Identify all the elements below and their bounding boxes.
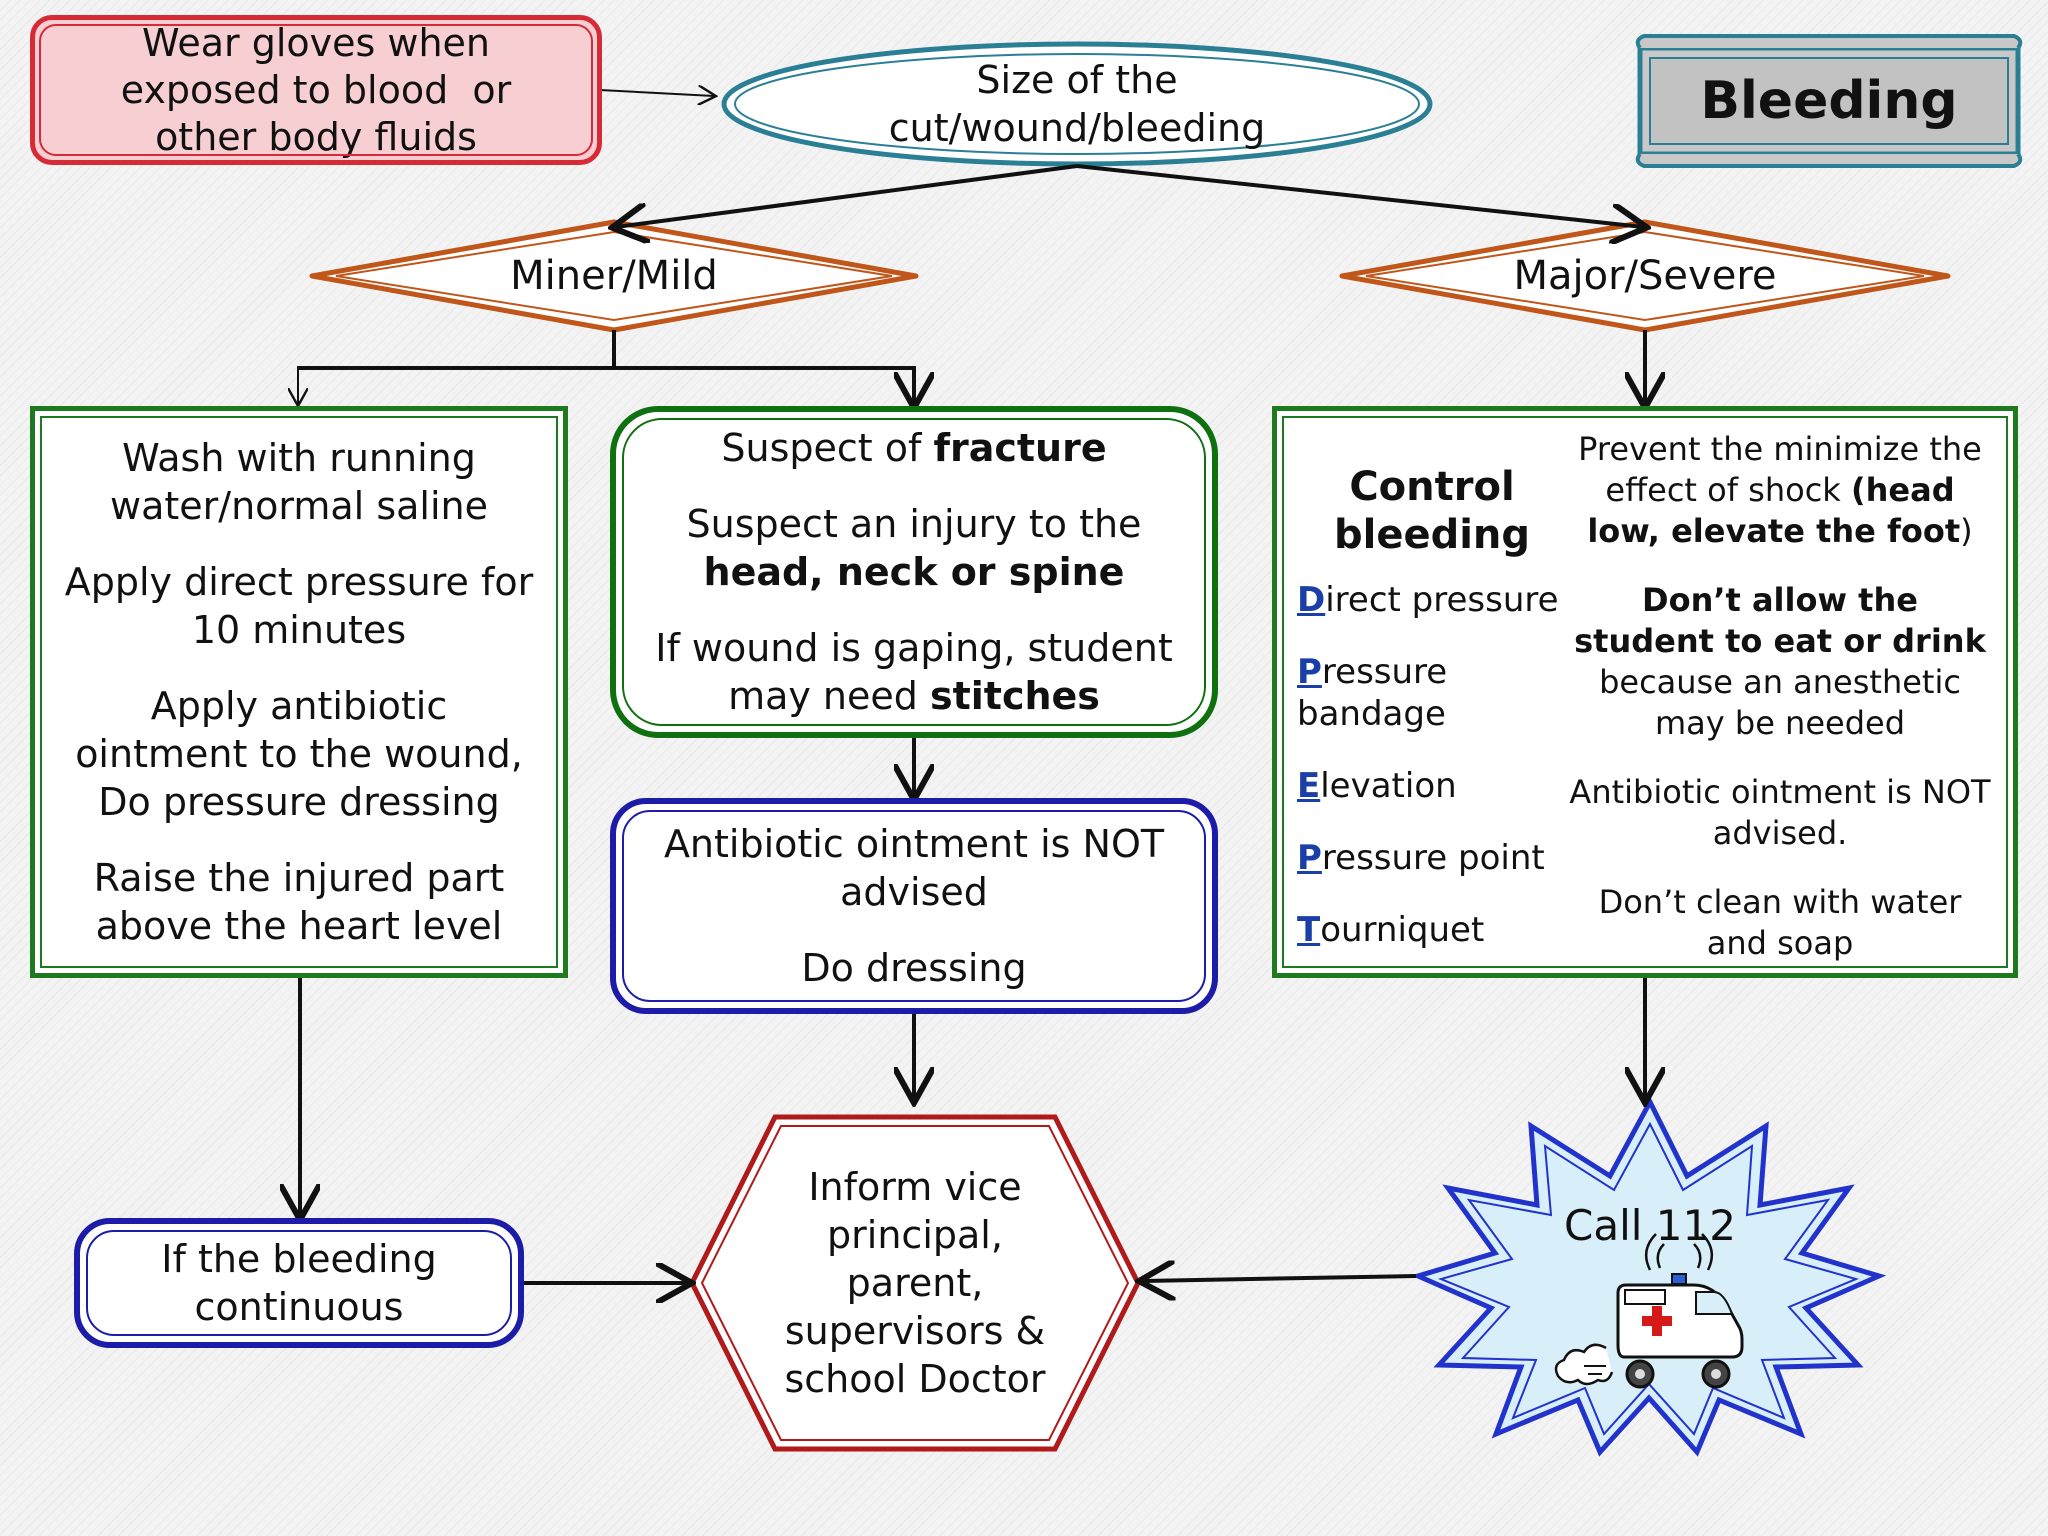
- control-title: Control bleeding: [1333, 464, 1531, 558]
- arrow-call-to-inform: [1143, 1276, 1417, 1281]
- size-ellipse-shape: [721, 41, 1433, 167]
- control-item-elevation: Elevation: [1297, 765, 1567, 807]
- ointment-box: Antibiotic ointment is NOT advised Do dr…: [610, 798, 1218, 1014]
- suspect-fracture: Suspect of fracture: [721, 424, 1106, 472]
- inform-line-4: supervisors &: [784, 1309, 1046, 1353]
- continuous-box: If the bleeding continuous: [74, 1218, 524, 1348]
- control-item-tourniquet: Tourniquet: [1297, 909, 1567, 951]
- control-rest-e: levation: [1320, 766, 1457, 806]
- control-notes: Prevent the minimize the effect of shock…: [1567, 429, 1993, 962]
- control-initial-e: E: [1297, 766, 1321, 806]
- minor-diamond: Miner/Mild: [420, 246, 808, 306]
- inform-line-2: principal,: [827, 1213, 1003, 1257]
- inform-hexagon-shape: [689, 1114, 1141, 1452]
- call-starburst-shape: [1410, 1096, 1887, 1457]
- wash-step-1: Wash with running water/normal saline: [110, 436, 488, 528]
- wash-box: Wash with running water/normal saline Ap…: [30, 406, 568, 978]
- wash-step-3: Apply antibiotic ointment to the wound, …: [75, 684, 523, 824]
- control-initial-p2: P: [1297, 838, 1322, 878]
- major-diamond-shape: [1339, 219, 1951, 333]
- control-ointment-note: Antibiotic ointment is NOT advised.: [1569, 773, 1991, 852]
- control-item-pressure-bandage: Pressure bandage: [1297, 651, 1567, 735]
- suspect-gaping-bold: stitches: [929, 674, 1100, 718]
- control-eat-bold: Don’t allow the student to eat or drink: [1574, 581, 1986, 660]
- suspect-box: Suspect of fracture Suspect an injury to…: [610, 406, 1218, 738]
- control-shock-text: Prevent the minimize the effect of shock: [1578, 430, 1982, 509]
- control-box: Control bleeding Direct pressure Pressur…: [1272, 406, 2018, 978]
- arrow-gloves-to-size: [599, 90, 714, 96]
- call-label: Call 112: [1564, 1201, 1736, 1250]
- gloves-line-3: other body fluids: [155, 114, 477, 159]
- minor-diamond-shape: [309, 219, 919, 333]
- arrow-size-to-major: [1076, 164, 1643, 227]
- minor-label: Miner/Mild: [510, 253, 718, 299]
- gloves-box: Wear gloves when exposed to blood or oth…: [30, 15, 602, 165]
- suspect-fracture-bold: fracture: [933, 426, 1107, 470]
- page-title: Bleeding: [1650, 58, 2008, 144]
- size-line-1: Size of the: [976, 58, 1178, 102]
- ambulance-icon: [1554, 1233, 1744, 1389]
- control-initial-d: D: [1297, 580, 1326, 620]
- arrow-size-to-minor: [616, 164, 1078, 227]
- ointment-line-1: Antibiotic ointment is NOT advised: [663, 822, 1165, 914]
- control-rest-p2: ressure point: [1321, 838, 1545, 878]
- major-label: Major/Severe: [1513, 253, 1777, 299]
- suspect-gaping-text: If wound is gaping, student may need: [655, 626, 1173, 718]
- control-rest-p1: ressure bandage: [1297, 652, 1448, 734]
- control-mnemonic: Control bleeding Direct pressure Pressur…: [1297, 429, 1567, 955]
- control-eat-note: Don’t allow the student to eat or drink …: [1567, 580, 1993, 744]
- inform-line-5: school Doctor: [784, 1357, 1046, 1401]
- control-shock-close: ): [1960, 512, 1973, 550]
- suspect-fracture-text: Suspect of: [721, 426, 934, 470]
- control-clean-note: Don’t clean with water and soap: [1598, 883, 1962, 962]
- major-diamond: Major/Severe: [1450, 246, 1840, 306]
- connectors: [298, 90, 1645, 1283]
- inform-line-3: parent,: [846, 1261, 984, 1305]
- control-shock-note: Prevent the minimize the effect of shock…: [1567, 429, 1993, 552]
- inform-line-1: Inform vice: [808, 1165, 1022, 1209]
- continuous-text: If the bleeding continuous: [161, 1237, 437, 1329]
- control-eat-text: because an anesthetic may be needed: [1599, 663, 1961, 742]
- wash-step-2: Apply direct pressure for 10 minutes: [64, 560, 534, 652]
- control-item-pressure-point: Pressure point: [1297, 837, 1567, 879]
- wash-step-4: Raise the injured part above the heart l…: [93, 856, 505, 948]
- control-item-direct-pressure: Direct pressure: [1297, 579, 1567, 621]
- page-title-text: Bleeding: [1700, 71, 1958, 131]
- title-banner-shape: [1635, 34, 2023, 168]
- control-initial-t: T: [1297, 910, 1321, 950]
- ointment-line-2: Do dressing: [801, 946, 1027, 990]
- size-ellipse: Size of the cut/wound/bleeding: [760, 48, 1394, 160]
- control-shock-bold: (head low, elevate the foot: [1587, 471, 1961, 550]
- control-rest-t: ourniquet: [1320, 910, 1485, 950]
- suspect-gaping: If wound is gaping, student may need sti…: [646, 624, 1182, 720]
- gloves-line-2: exposed to blood or: [120, 67, 512, 112]
- gloves-line-1: Wear gloves when: [141, 20, 490, 65]
- suspect-injury-text: Suspect an injury to the: [686, 502, 1142, 546]
- inform-hexagon: Inform vice principal, parent, superviso…: [770, 1150, 1060, 1416]
- size-line-2: cut/wound/bleeding: [888, 106, 1266, 150]
- control-initial-p1: P: [1297, 652, 1322, 692]
- control-rest-d: irect pressure: [1325, 580, 1559, 620]
- suspect-injury-bold: head, neck or spine: [703, 550, 1125, 594]
- call-starburst: Call 112: [1530, 1196, 1770, 1256]
